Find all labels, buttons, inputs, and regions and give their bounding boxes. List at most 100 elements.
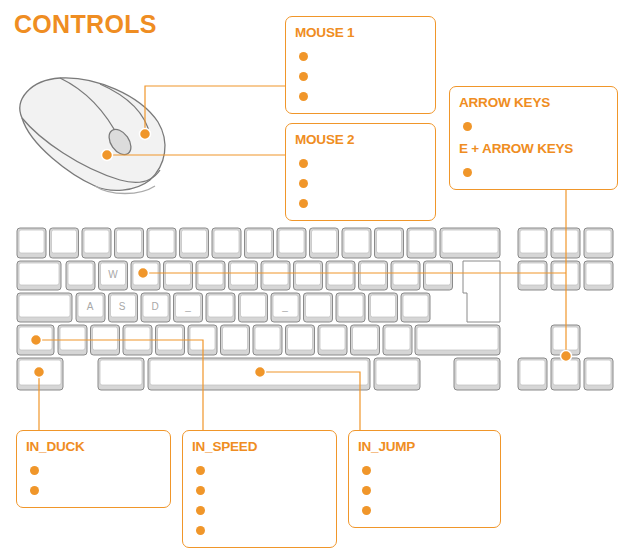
key — [584, 261, 613, 290]
key-top — [143, 295, 168, 317]
key-legend: _ — [275, 301, 295, 313]
key-top — [296, 263, 321, 285]
bullet-dot — [196, 486, 205, 495]
key — [239, 293, 268, 322]
callout-heading: IN_JUMP — [358, 439, 492, 455]
key-top — [111, 295, 136, 317]
key-top — [586, 360, 611, 385]
key-top — [255, 327, 280, 350]
key-top — [426, 263, 451, 285]
bullet — [192, 461, 328, 481]
key — [17, 228, 46, 258]
key-top — [101, 263, 126, 285]
key-top — [247, 230, 272, 253]
bullet-dot — [196, 506, 205, 515]
callout-box: MOUSE 2 — [285, 123, 436, 221]
key-top — [133, 263, 158, 285]
key — [286, 325, 315, 355]
key — [551, 358, 580, 390]
callout-heading: MOUSE 2 — [295, 132, 427, 148]
key — [369, 293, 398, 322]
callout-box: ARROW KEYSE + ARROW KEYS — [449, 86, 618, 190]
key — [518, 261, 547, 290]
key — [50, 228, 79, 258]
key-top — [417, 327, 498, 350]
bullet — [295, 47, 427, 67]
callout-heading: IN_DUCK — [26, 439, 162, 455]
bullet — [192, 521, 328, 541]
key-top — [68, 263, 93, 285]
key — [310, 228, 339, 258]
key — [518, 358, 547, 390]
bullet-dot — [299, 92, 308, 101]
key — [454, 358, 500, 390]
key-top — [393, 263, 418, 285]
key — [304, 293, 333, 322]
key — [115, 228, 144, 258]
key-top — [19, 230, 44, 253]
bullet — [26, 461, 162, 481]
bullet-dot — [196, 466, 205, 475]
bullet-dot — [299, 72, 308, 81]
key-legend: A — [80, 301, 100, 313]
key-top — [344, 230, 369, 253]
mouse — [20, 78, 165, 194]
key — [147, 228, 176, 258]
key-top — [403, 295, 428, 317]
key-top — [214, 230, 239, 253]
bullet — [459, 163, 609, 183]
key — [374, 358, 420, 390]
key — [415, 325, 500, 355]
key-top — [125, 327, 150, 350]
key — [206, 293, 235, 322]
callout-box: IN_SPEED — [182, 430, 337, 548]
key — [99, 261, 128, 290]
key — [82, 228, 111, 258]
key-top — [198, 263, 223, 285]
key — [174, 293, 203, 322]
key — [17, 358, 63, 390]
bullet — [295, 174, 427, 194]
bullet-dot — [196, 526, 205, 535]
key-legend: S — [112, 301, 132, 313]
bullet-dot — [30, 486, 39, 495]
key-top — [376, 360, 418, 385]
key — [164, 261, 193, 290]
callout-box: IN_DUCK — [16, 430, 171, 508]
bullet — [295, 154, 427, 174]
key — [375, 228, 404, 258]
key-top — [328, 263, 353, 285]
key-top — [263, 263, 288, 285]
key-top — [385, 327, 410, 350]
key-top — [158, 327, 183, 350]
key-top — [338, 295, 363, 317]
key-legend: D — [145, 301, 165, 313]
key-top — [520, 263, 545, 285]
key — [221, 325, 250, 355]
bullet — [192, 501, 328, 521]
bullet-dot — [299, 179, 308, 188]
key-top — [19, 327, 52, 350]
key-top — [117, 230, 142, 253]
key — [141, 293, 170, 322]
key-top — [371, 295, 396, 317]
key-top — [306, 295, 331, 317]
key-top — [361, 263, 386, 285]
diagram-title: CONTROLS — [14, 10, 157, 39]
bullet — [295, 67, 427, 87]
bullet-dot — [299, 159, 308, 168]
key-top — [19, 295, 70, 317]
key-top — [586, 263, 611, 285]
bullet — [295, 87, 427, 107]
key-top — [19, 360, 61, 385]
key — [342, 228, 371, 258]
key-top — [273, 295, 298, 317]
key-top — [78, 295, 103, 317]
callout-box: MOUSE 1 — [285, 16, 436, 114]
key — [407, 228, 436, 258]
key-top — [353, 327, 378, 350]
key — [229, 261, 258, 290]
bullet-dot — [299, 199, 308, 208]
key — [391, 261, 420, 290]
key-top — [19, 263, 59, 285]
